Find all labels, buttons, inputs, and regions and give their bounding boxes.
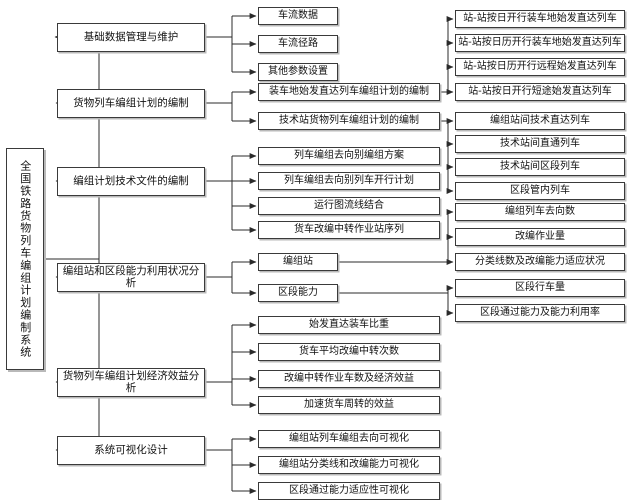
root-label: 全国铁路货物列车编组计划编制系统 bbox=[18, 159, 32, 359]
submodule-node-11[interactable]: 区段能力 bbox=[258, 284, 338, 302]
submodule-node-17[interactable]: 编组站分类线和改编能力可视化 bbox=[258, 456, 440, 474]
submodule-node-8[interactable]: 运行图流线结合 bbox=[258, 197, 440, 215]
submodule-label: 货车平均改编中转次数 bbox=[299, 345, 399, 357]
module-node-5[interactable]: 货物列车编组计划经济效益分析 bbox=[57, 368, 205, 397]
submodule-node-3[interactable]: 其他参数设置 bbox=[258, 63, 338, 81]
leaf-node-5[interactable]: 编组站间技术直达列车 bbox=[455, 112, 625, 130]
module-label: 编组站和区段能力利用状况分析 bbox=[62, 265, 200, 289]
leaf-label: 站-站按日开行装车地始发直达列车 bbox=[463, 12, 617, 24]
submodule-label: 货车改编中转作业站序列 bbox=[294, 223, 404, 235]
submodule-label: 始发直达装车比重 bbox=[309, 318, 389, 330]
module-label: 货物列车编组计划的编制 bbox=[73, 96, 189, 109]
module-node-1[interactable]: 基础数据管理与维护 bbox=[57, 23, 205, 52]
module-label: 基础数据管理与维护 bbox=[83, 30, 179, 43]
submodule-label: 运行图流线结合 bbox=[314, 199, 384, 211]
module-node-4[interactable]: 编组站和区段能力利用状况分析 bbox=[57, 263, 205, 292]
submodule-node-14[interactable]: 改编中转作业车数及经济效益 bbox=[258, 370, 440, 388]
submodule-label: 列车编组去向别列车开行计划 bbox=[284, 174, 414, 186]
leaf-label: 区段管内列车 bbox=[510, 184, 570, 196]
leaf-label: 改编作业量 bbox=[515, 230, 565, 242]
submodule-label: 编组站分类线和改编能力可视化 bbox=[279, 458, 419, 470]
submodule-node-18[interactable]: 区段通过能力适应性可视化 bbox=[258, 482, 440, 500]
leaf-node-10[interactable]: 改编作业量 bbox=[455, 228, 625, 246]
leaf-node-8[interactable]: 区段管内列车 bbox=[455, 182, 625, 200]
leaf-label: 技术站间直通列车 bbox=[500, 137, 580, 149]
leaf-label: 区段行车量 bbox=[515, 281, 565, 293]
leaf-node-12[interactable]: 区段行车量 bbox=[455, 279, 625, 297]
root-node[interactable]: 全国铁路货物列车编组计划编制系统 bbox=[6, 148, 44, 370]
submodule-node-10[interactable]: 编组站 bbox=[258, 253, 338, 271]
leaf-label: 技术站间区段列车 bbox=[500, 160, 580, 172]
submodule-label: 装车地始发直达列车编组计划的编制 bbox=[269, 85, 429, 97]
submodule-label: 技术站货物列车编组计划的编制 bbox=[279, 114, 419, 126]
submodule-label: 加速货车周转的效益 bbox=[304, 398, 394, 410]
module-label: 系统可视化设计 bbox=[94, 443, 168, 456]
submodule-node-4[interactable]: 装车地始发直达列车编组计划的编制 bbox=[258, 83, 440, 101]
leaf-node-13[interactable]: 区段通过能力及能力利用率 bbox=[455, 304, 625, 322]
module-node-2[interactable]: 货物列车编组计划的编制 bbox=[57, 89, 205, 118]
submodule-node-12[interactable]: 始发直达装车比重 bbox=[258, 316, 440, 334]
leaf-node-11[interactable]: 分类线数及改编能力适应状况 bbox=[455, 253, 625, 271]
submodule-label: 编组站列车编组去向可视化 bbox=[289, 432, 409, 444]
leaf-node-9[interactable]: 编组列车去向数 bbox=[455, 203, 625, 221]
leaf-label: 站-站按日开行短途始发直达列车 bbox=[468, 85, 612, 97]
leaf-node-2[interactable]: 站-站按日历开行装车地始发直达列车 bbox=[455, 34, 625, 52]
submodule-node-2[interactable]: 车流径路 bbox=[258, 35, 338, 53]
submodule-label: 改编中转作业车数及经济效益 bbox=[284, 372, 414, 384]
submodule-label: 列车编组去向别编组方案 bbox=[294, 149, 404, 161]
submodule-node-16[interactable]: 编组站列车编组去向可视化 bbox=[258, 430, 440, 448]
leaf-node-3[interactable]: 站-站按日历开行远程始发直达列车 bbox=[455, 58, 625, 76]
submodule-node-13[interactable]: 货车平均改编中转次数 bbox=[258, 343, 440, 361]
module-label: 货物列车编组计划经济效益分析 bbox=[62, 370, 200, 394]
submodule-node-15[interactable]: 加速货车周转的效益 bbox=[258, 396, 440, 414]
module-node-3[interactable]: 编组计划技术文件的编制 bbox=[57, 167, 205, 196]
submodule-node-7[interactable]: 列车编组去向别列车开行计划 bbox=[258, 172, 440, 190]
submodule-node-9[interactable]: 货车改编中转作业站序列 bbox=[258, 221, 440, 239]
leaf-label: 编组站间技术直达列车 bbox=[490, 114, 590, 126]
submodule-node-5[interactable]: 技术站货物列车编组计划的编制 bbox=[258, 112, 440, 130]
leaf-label: 编组列车去向数 bbox=[505, 205, 575, 217]
submodule-label: 区段能力 bbox=[278, 286, 318, 298]
submodule-label: 其他参数设置 bbox=[268, 65, 328, 77]
leaf-node-4[interactable]: 站-站按日开行短途始发直达列车 bbox=[455, 83, 625, 101]
submodule-label: 车流数据 bbox=[278, 9, 318, 21]
leaf-node-6[interactable]: 技术站间直通列车 bbox=[455, 135, 625, 153]
submodule-node-6[interactable]: 列车编组去向别编组方案 bbox=[258, 147, 440, 165]
leaf-node-1[interactable]: 站-站按日开行装车地始发直达列车 bbox=[455, 10, 625, 28]
submodule-label: 区段通过能力适应性可视化 bbox=[289, 484, 409, 496]
leaf-label: 分类线数及改编能力适应状况 bbox=[475, 255, 605, 267]
leaf-label: 区段通过能力及能力利用率 bbox=[480, 306, 600, 318]
leaf-node-7[interactable]: 技术站间区段列车 bbox=[455, 158, 625, 176]
submodule-node-1[interactable]: 车流数据 bbox=[258, 7, 338, 25]
submodule-label: 车流径路 bbox=[278, 37, 318, 49]
leaf-label: 站-站按日历开行装车地始发直达列车 bbox=[458, 36, 622, 48]
module-label: 编组计划技术文件的编制 bbox=[73, 174, 189, 187]
submodule-label: 编组站 bbox=[283, 255, 313, 267]
module-node-6[interactable]: 系统可视化设计 bbox=[57, 436, 205, 465]
leaf-label: 站-站按日历开行远程始发直达列车 bbox=[463, 60, 617, 72]
